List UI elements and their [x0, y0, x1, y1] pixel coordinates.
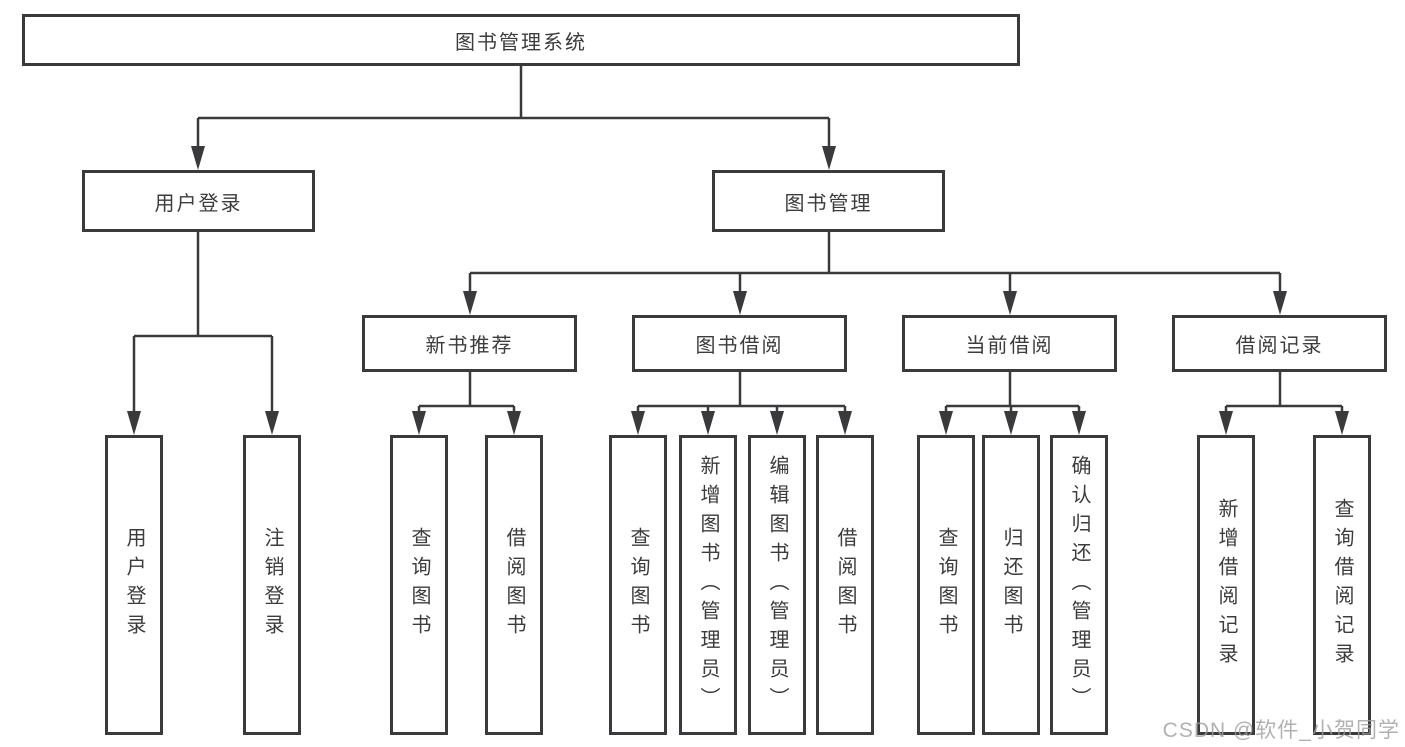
leaf-label: 查询借阅记录: [1331, 498, 1353, 672]
arrowheads: [127, 146, 1349, 435]
leaf-label: 编辑图书（管理员）: [766, 454, 788, 716]
node-return-books: 归还图书: [982, 435, 1040, 735]
leaf-label: 注销登录: [261, 527, 283, 643]
node-user-login-group: 用户登录: [82, 170, 315, 232]
leaf-label: 借阅图书: [503, 527, 525, 643]
csdn-watermark: CSDN @软件_小贺同学: [1162, 719, 1400, 742]
node-borrow-books-1: 借阅图书: [485, 435, 543, 735]
node-book-management-group: 图书管理: [712, 170, 945, 232]
node-current-borrowing: 当前借阅: [902, 315, 1117, 372]
leaf-label: 新增借阅记录: [1215, 498, 1237, 672]
leaf-label: 用户登录: [123, 527, 145, 643]
node-query-books-3: 查询图书: [917, 435, 975, 735]
node-confirm-return-admin: 确认归还（管理员）: [1050, 435, 1108, 735]
node-query-books-1: 查询图书: [390, 435, 448, 735]
leaf-label: 查询图书: [408, 527, 430, 643]
leaf-label: 查询图书: [627, 527, 649, 643]
node-logout: 注销登录: [243, 435, 301, 735]
leaf-label: 归还图书: [1000, 527, 1022, 643]
node-add-borrow-record: 新增借阅记录: [1197, 435, 1255, 735]
node-query-borrow-record: 查询借阅记录: [1313, 435, 1371, 735]
leaf-label: 借阅图书: [834, 527, 856, 643]
node-new-book-recommendation: 新书推荐: [362, 315, 577, 372]
node-edit-books-admin: 编辑图书（管理员）: [748, 435, 806, 735]
node-borrow-books-2: 借阅图书: [816, 435, 874, 735]
node-query-books-2: 查询图书: [609, 435, 667, 735]
leaf-label: 确认归还（管理员）: [1068, 454, 1090, 716]
node-book-borrowing: 图书借阅: [632, 315, 847, 372]
node-user-login: 用户登录: [105, 435, 163, 735]
node-borrowing-records: 借阅记录: [1172, 315, 1387, 372]
connector-stems: [132, 66, 1344, 415]
leaf-label: 查询图书: [935, 527, 957, 643]
leaf-label: 新增图书（管理员）: [697, 454, 719, 716]
node-library-management-system: 图书管理系统: [22, 14, 1020, 66]
node-add-books-admin: 新增图书（管理员）: [679, 435, 737, 735]
